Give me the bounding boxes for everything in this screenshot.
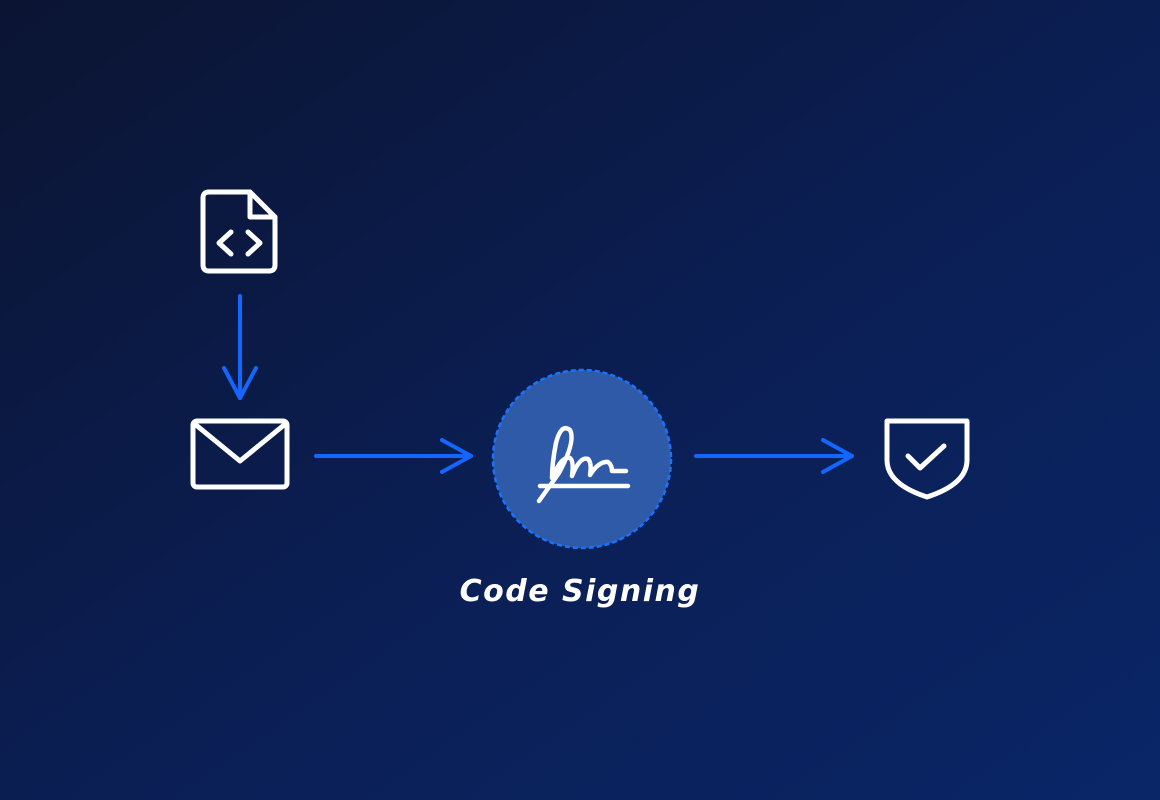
arrow-signing-to-shield [694, 438, 854, 474]
code-signing-label: Code Signing [459, 574, 701, 609]
code-signing-node [491, 368, 673, 550]
arrow-envelope-to-signing [314, 438, 473, 474]
shield-check-icon [884, 418, 970, 500]
signature-icon [536, 425, 631, 504]
envelope-icon [190, 418, 290, 490]
code-file-icon [200, 189, 278, 274]
arrow-file-to-envelope [222, 294, 258, 400]
